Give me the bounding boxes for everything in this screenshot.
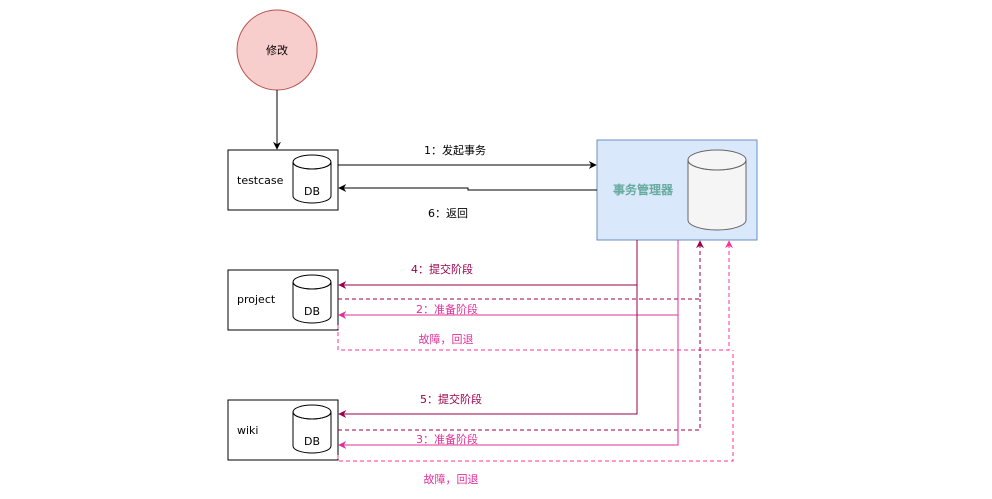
rollback-project-edge — [337, 240, 733, 351]
prepare-wiki-edge — [338, 315, 679, 449]
rollback-wiki-edge — [337, 350, 734, 462]
wiki-label: wiki — [237, 424, 258, 437]
commit-project-edge — [338, 240, 638, 289]
project-node: project DB — [227, 269, 339, 331]
tx-manager-node: 事务管理器 — [596, 139, 758, 241]
commit-wiki-label: 5：提交阶段 — [420, 392, 482, 406]
modify-label: 修改 — [266, 43, 288, 57]
wiki-node: wiki DB — [227, 399, 339, 461]
rollback-wiki-label: 故障，回退 — [424, 472, 479, 486]
rollback-project-label: 故障，回退 — [419, 332, 474, 346]
project-db-label: DB — [304, 305, 320, 318]
testcase-db-icon — [292, 154, 332, 204]
project-ack-edge — [338, 240, 704, 300]
modify-node: 修改 — [236, 9, 318, 91]
project-label: project — [237, 293, 276, 306]
project-db-icon — [292, 274, 332, 324]
return-edge — [338, 184, 597, 192]
tx-manager-label: 事务管理器 — [613, 182, 674, 197]
commit-project-label: 4：提交阶段 — [411, 262, 473, 276]
testcase-db-label: DB — [304, 185, 320, 198]
return-label: 6：返回 — [428, 207, 468, 220]
commit-wiki-edge — [338, 285, 638, 418]
prepare-wiki-label: 3：准备阶段 — [416, 432, 478, 446]
testcase-node: testcase DB — [227, 149, 339, 211]
tx-manager-db-icon — [687, 149, 747, 231]
prepare-project-label: 2：准备阶段 — [416, 302, 478, 316]
wiki-db-label: DB — [304, 435, 320, 448]
start-tx-label: 1：发起事务 — [424, 143, 486, 157]
testcase-label: testcase — [237, 174, 284, 187]
wiki-db-icon — [292, 404, 332, 454]
wiki-ack-edge — [338, 299, 701, 431]
prepare-project-edge — [338, 240, 679, 319]
